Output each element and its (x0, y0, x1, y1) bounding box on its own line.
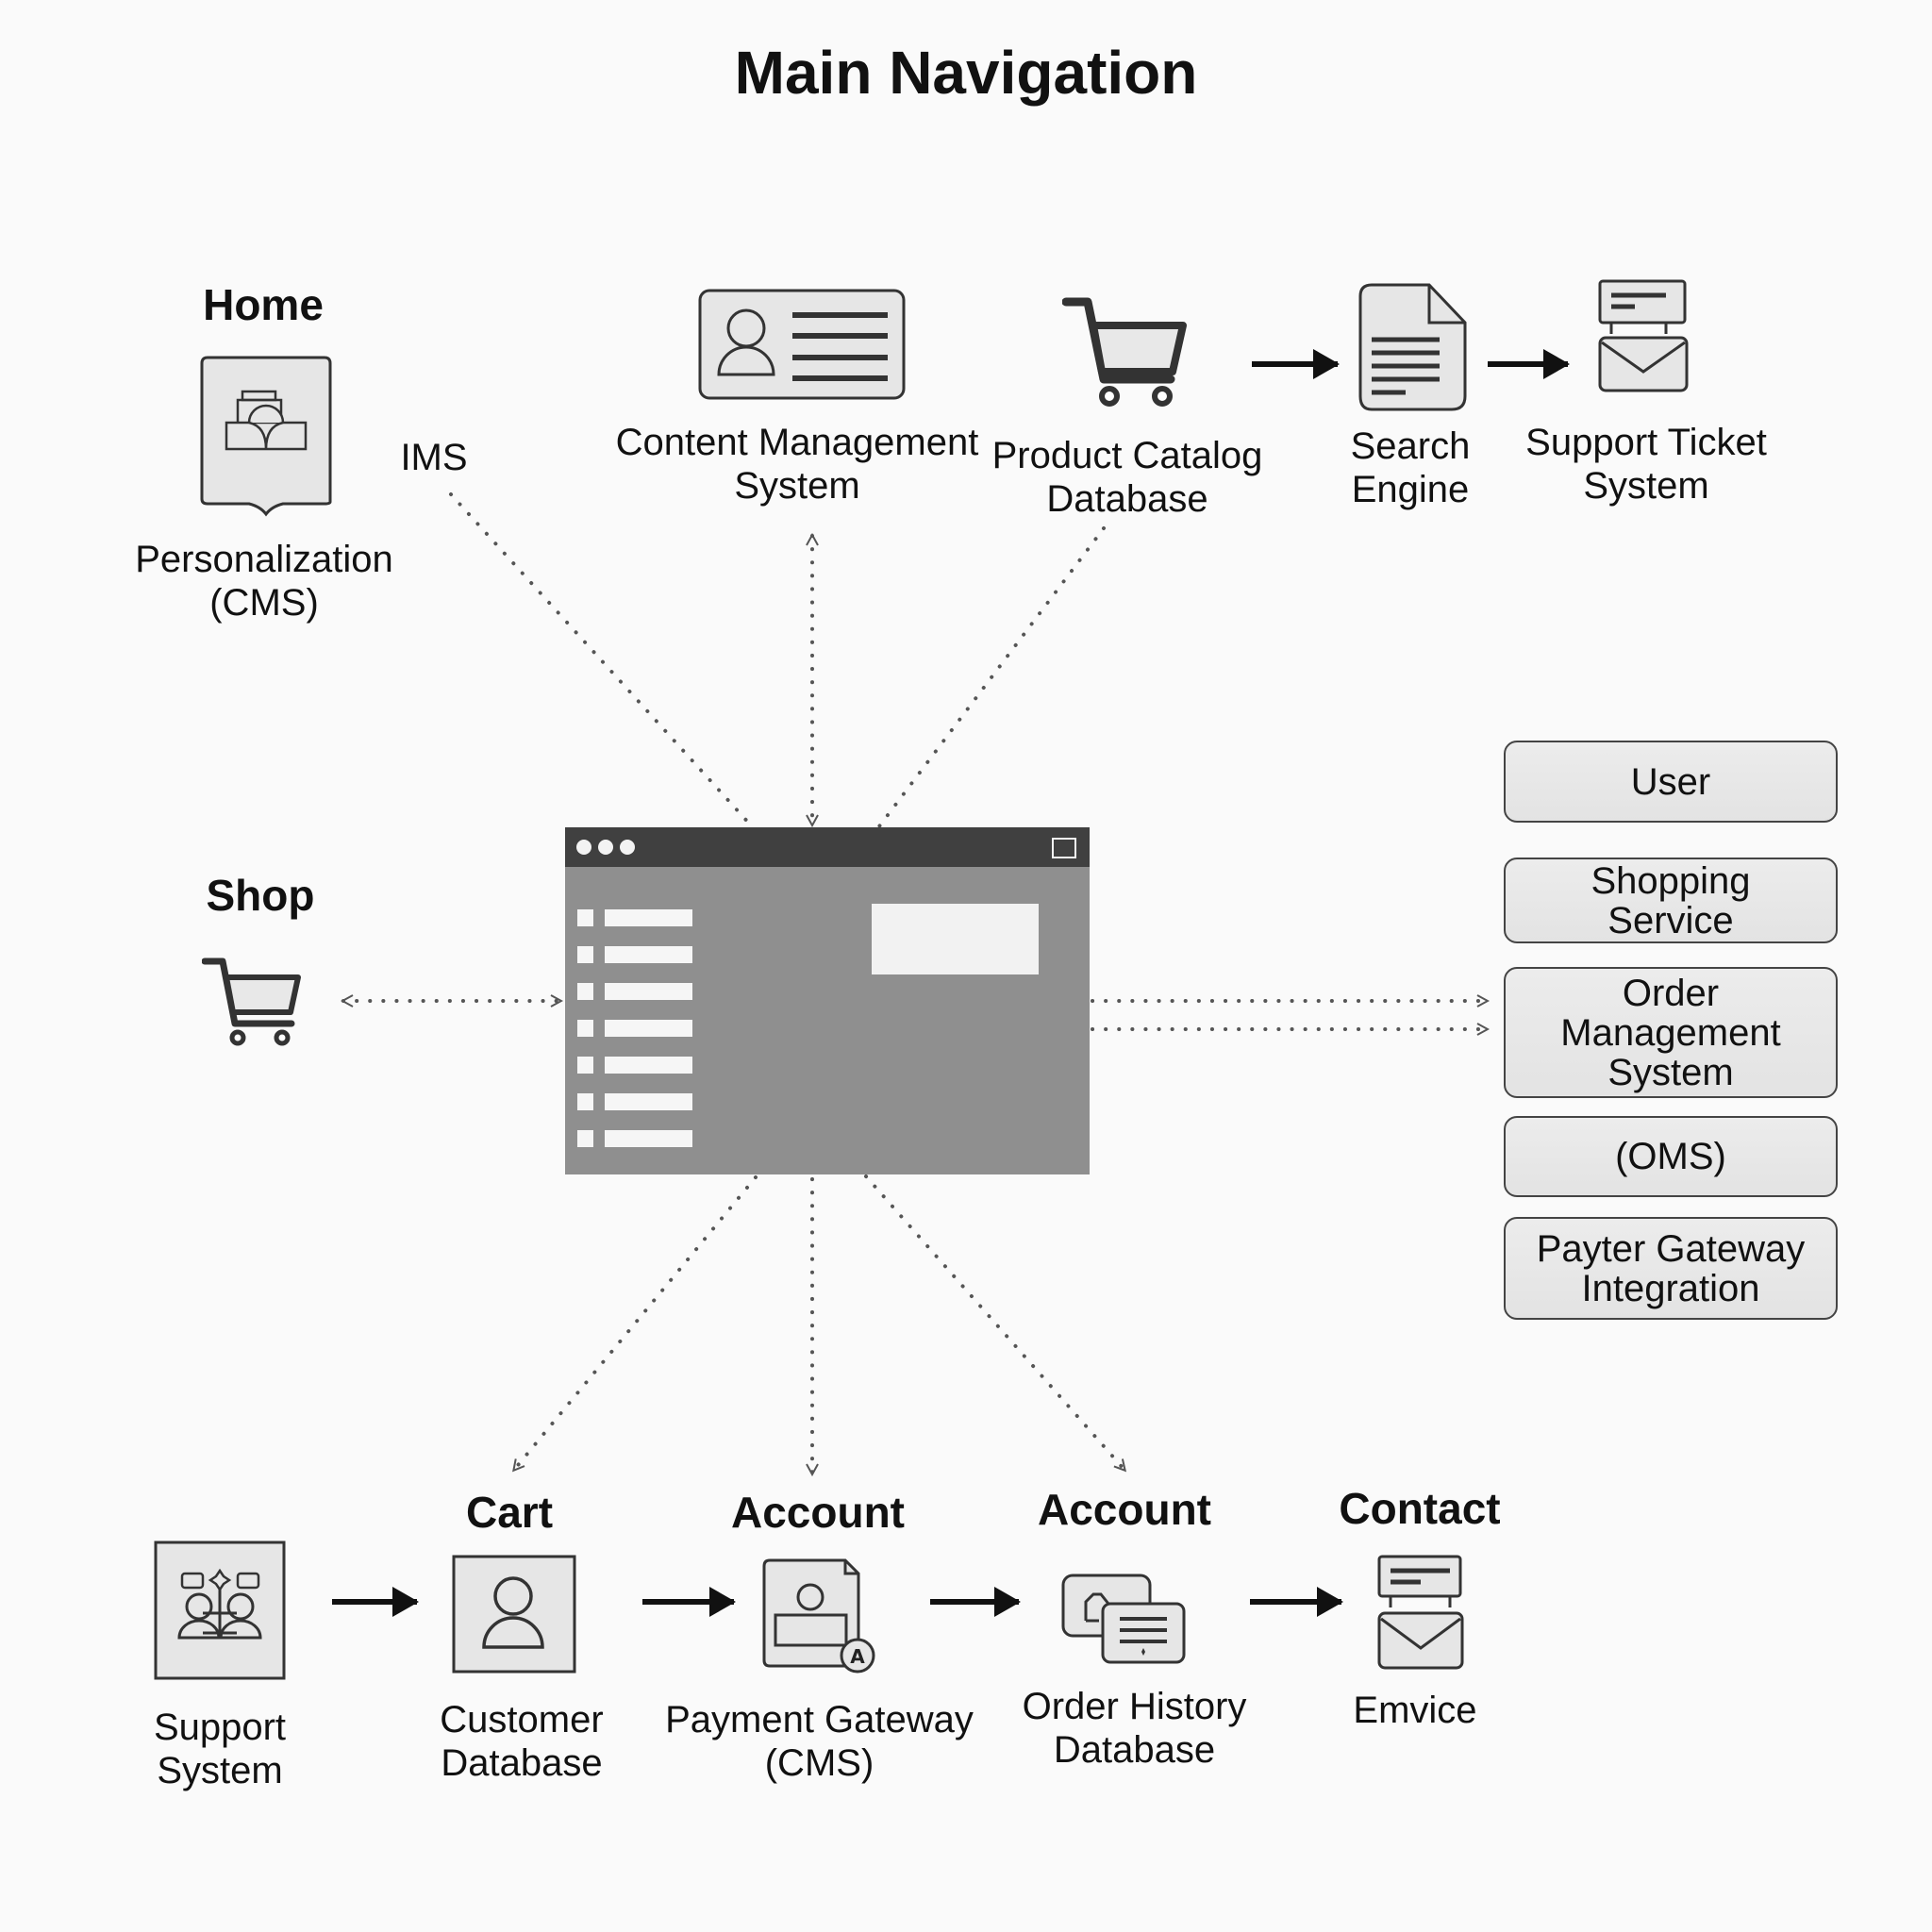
account-heading[interactable]: Account (1038, 1485, 1211, 1534)
connector-account-history (864, 1174, 1124, 1470)
service-label: Integration (1581, 1267, 1760, 1309)
label-line: Content Management (615, 422, 979, 463)
label-line: Search (1350, 425, 1471, 467)
service-label: System (1607, 1051, 1734, 1093)
ims-label: IMS (400, 437, 468, 478)
browser-window-icon[interactable] (565, 827, 1090, 1174)
connector-cart (512, 1175, 758, 1470)
label-line: Order History (1022, 1686, 1247, 1727)
menu-row-bar (605, 983, 692, 1000)
personalization-icon[interactable] (200, 356, 332, 518)
label-line: Support (153, 1707, 287, 1748)
label-line: Database (1046, 478, 1208, 520)
menu-row-checkbox (577, 1093, 593, 1110)
cart-heading[interactable]: Cart (465, 1488, 554, 1537)
cms-label: Content Management System (604, 421, 991, 508)
support-system-label: Support System (107, 1706, 333, 1792)
profile-card-icon[interactable] (698, 289, 906, 400)
label-line: Engine (1351, 469, 1470, 510)
menu-row-checkbox (577, 946, 593, 963)
connector-product-catalog (877, 526, 1106, 828)
service-label: User (1630, 760, 1711, 803)
label-line: (CMS) (764, 1742, 874, 1784)
service-label: Order (1622, 972, 1720, 1014)
window-dot-icon (620, 840, 635, 855)
service-label: Service (1607, 899, 1734, 941)
label-line: Personalization (135, 539, 393, 580)
product-catalog-label: Product Catalog Database (981, 434, 1274, 521)
label-line: Product Catalog (991, 435, 1263, 476)
service-label: Payter Gateway (1536, 1227, 1806, 1270)
account-badge: A (850, 1645, 865, 1668)
service-label: Shopping (1591, 859, 1751, 902)
home-heading[interactable]: Home (203, 280, 324, 329)
account-heading[interactable]: Account (731, 1488, 905, 1537)
menu-row-checkbox (577, 983, 593, 1000)
label-line: System (734, 465, 860, 507)
user-icon[interactable] (452, 1555, 576, 1674)
label-line: Emvice (1353, 1690, 1477, 1731)
order-history-label: Order History Database (1000, 1685, 1269, 1772)
window-title-bar (565, 827, 1090, 867)
label-line: Customer (440, 1699, 604, 1740)
menu-row-checkbox (577, 1020, 593, 1037)
label-line: Database (441, 1742, 603, 1784)
menu-row-bar (605, 909, 692, 926)
contact-heading[interactable]: Contact (1339, 1484, 1501, 1533)
connector-ims (449, 492, 754, 828)
service-label: (OMS) (1615, 1136, 1726, 1177)
maximize-icon[interactable] (1052, 838, 1076, 858)
service-box-payter-gateway[interactable]: Payter Gateway Integration (1504, 1217, 1838, 1320)
window-dot-icon (598, 840, 613, 855)
menu-row-checkbox (577, 1057, 593, 1074)
menu-row-checkbox (577, 1130, 593, 1147)
window-dot-icon (576, 840, 591, 855)
service-box-oms[interactable]: (OMS) (1504, 1116, 1838, 1197)
menu-row-bar (605, 1130, 692, 1147)
label-line: Payment Gateway (665, 1699, 974, 1740)
label-line: System (1583, 465, 1709, 507)
search-engine-label: Search Engine (1316, 425, 1505, 511)
window-content-panel (872, 904, 1039, 974)
service-box-shopping-service[interactable]: Shopping Service (1504, 858, 1838, 943)
label-line: (CMS) (209, 582, 319, 624)
customer-database-label: Customer Database (408, 1698, 635, 1785)
shop-heading[interactable]: Shop (206, 871, 315, 920)
support-ticket-label: Support Ticket System (1500, 421, 1792, 508)
menu-row-bar (605, 1020, 692, 1037)
menu-row-checkbox (577, 909, 593, 926)
shopping-cart-icon[interactable] (1062, 296, 1194, 409)
menu-row-bar (605, 1093, 692, 1110)
team-network-icon[interactable] (154, 1541, 286, 1680)
contact-label: Emvice (1321, 1689, 1509, 1732)
menu-row-bar (605, 946, 692, 963)
account-document-icon[interactable]: A (762, 1558, 877, 1675)
payment-gateway-label: Payment Gateway (CMS) (657, 1698, 982, 1785)
service-box-order-management[interactable]: Order Management System (1504, 967, 1838, 1098)
service-label: Management (1560, 1011, 1781, 1054)
order-history-icon[interactable] (1061, 1574, 1190, 1668)
personalization-label: Personalization (CMS) (113, 538, 415, 625)
document-icon[interactable] (1358, 283, 1468, 411)
mail-ticket-icon[interactable] (1377, 1555, 1466, 1672)
diagram-title: Main Navigation (734, 39, 1198, 107)
label-line: System (157, 1750, 283, 1791)
service-box-user[interactable]: User (1504, 741, 1838, 823)
label-line: Support Ticket (1525, 422, 1767, 463)
mail-ticket-icon[interactable] (1598, 279, 1689, 392)
shopping-cart-icon[interactable] (202, 958, 304, 1048)
menu-row-bar (605, 1057, 692, 1074)
label-line: Database (1053, 1729, 1216, 1771)
